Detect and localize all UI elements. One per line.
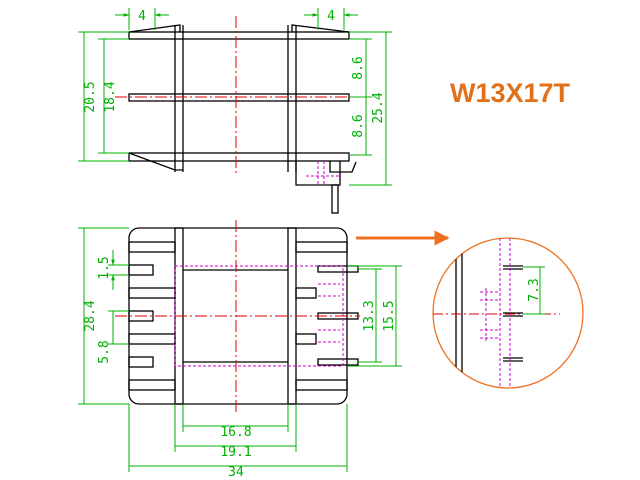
dim-pitch-upper: 8.6 bbox=[351, 56, 366, 79]
dim-pitch-lower: 8.6 bbox=[351, 114, 366, 137]
side-dimension-lines bbox=[78, 8, 392, 186]
dim-pin-width-left: 4 bbox=[138, 9, 146, 24]
bobbin-outline bbox=[128, 24, 357, 214]
dim-core-width: 16.8 bbox=[220, 425, 251, 440]
dim-pin-span-inner: 13.3 bbox=[362, 300, 377, 331]
dim-edge-offset: 1.5 bbox=[97, 256, 112, 279]
dim-pin-pitch: 7.3 bbox=[527, 278, 542, 301]
side-view: 4 4 20.5 18.4 8.6 8.6 25.4 bbox=[78, 8, 392, 214]
bottom-center-lines bbox=[115, 220, 360, 412]
part-number-title: W13X17T bbox=[450, 78, 571, 108]
detail-view: 7.3 bbox=[432, 237, 584, 389]
dim-pin-span-outer: 15.5 bbox=[382, 300, 397, 331]
dim-total-depth: 28.4 bbox=[83, 300, 98, 331]
hidden-lines bbox=[306, 161, 340, 185]
dim-core-outer: 19.1 bbox=[220, 445, 251, 460]
dim-height-outer: 20.5 bbox=[83, 81, 98, 112]
bottom-dimension-lines bbox=[78, 227, 402, 472]
dim-height-inner: 18.4 bbox=[103, 81, 118, 112]
dim-total-width: 34 bbox=[228, 465, 244, 480]
dim-slot-width: 5.8 bbox=[97, 340, 112, 363]
dim-pin-width-right: 4 bbox=[327, 9, 335, 24]
bottom-view: 1.5 28.4 5.8 13.3 15.5 16.8 19.1 34 bbox=[78, 220, 402, 480]
dim-total-height: 25.4 bbox=[371, 92, 386, 123]
detail-circle bbox=[432, 237, 584, 389]
center-lines bbox=[115, 16, 365, 175]
